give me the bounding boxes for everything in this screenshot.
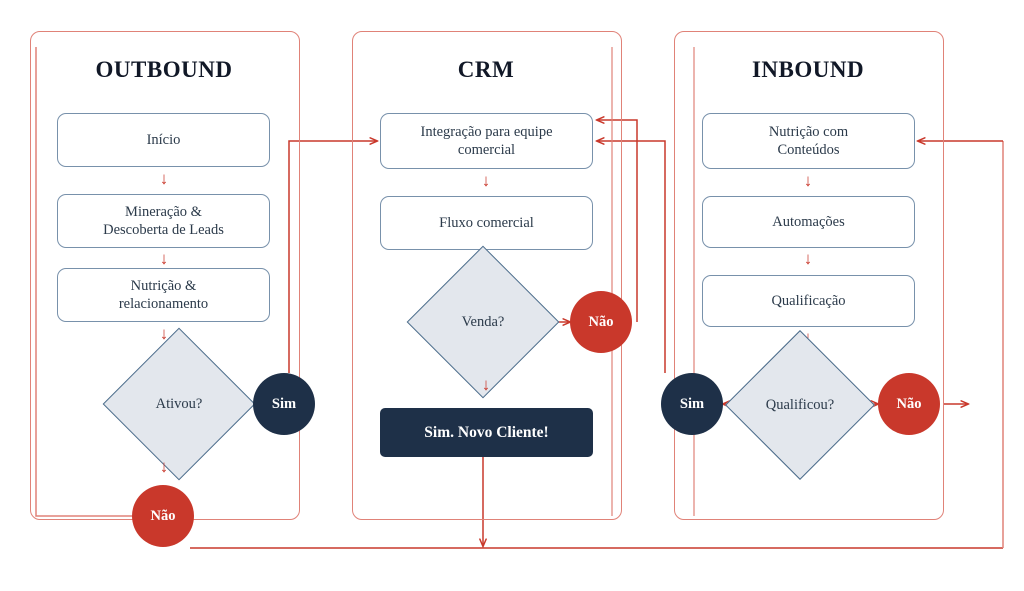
panel-inbound xyxy=(674,31,944,520)
node-mineracao[interactable]: Mineração & Descoberta de Leads xyxy=(57,194,270,248)
node-qualificacao[interactable]: Qualificação xyxy=(702,275,915,327)
terminator-crm-nao[interactable]: Não xyxy=(570,291,632,353)
decision-qualificou[interactable]: Qualificou? xyxy=(725,330,875,480)
arrow-down-inicio: ↓ xyxy=(159,169,169,188)
arrow-down-mineracao: ↓ xyxy=(159,249,169,268)
arrow-down-ativou: ↓ xyxy=(159,457,169,476)
node-inicio[interactable]: Início xyxy=(57,113,270,167)
title-crm: CRM xyxy=(457,57,515,82)
arrow-down-automacoes: ↓ xyxy=(803,249,813,268)
decision-ativou[interactable]: Ativou? xyxy=(102,327,256,481)
decision-ativou-label: Ativou? xyxy=(155,395,203,412)
arrow-down-conteudos: ↓ xyxy=(803,171,813,190)
decision-venda[interactable]: Venda? xyxy=(406,245,560,399)
edge-inbound-sim-to-crm xyxy=(597,141,666,373)
arrow-down-integracao: ↓ xyxy=(481,171,491,190)
terminator-outbound-sim[interactable]: Sim xyxy=(253,373,315,435)
decision-qualificou-label: Qualificou? xyxy=(765,396,835,413)
title-inbound: INBOUND xyxy=(751,57,865,82)
node-fluxo-comercial[interactable]: Fluxo comercial xyxy=(380,196,593,250)
terminator-inbound-nao[interactable]: Não xyxy=(878,373,940,435)
decision-venda-label: Venda? xyxy=(461,313,505,330)
node-automacoes[interactable]: Automações xyxy=(702,196,915,248)
edge-crm-nao-loop xyxy=(597,120,638,322)
node-nutricao-relacionamento[interactable]: Nutrição & relacionamento xyxy=(57,268,270,322)
terminator-outbound-nao[interactable]: Não xyxy=(132,485,194,547)
node-nutricao-conteudos[interactable]: Nutrição com Conteúdos xyxy=(702,113,915,169)
node-integracao[interactable]: Integração para equipe comercial xyxy=(380,113,593,169)
panel-crm xyxy=(352,31,622,520)
arrow-down-venda: ↓ xyxy=(481,375,491,394)
edge-sim-to-crm xyxy=(288,141,377,373)
node-novo-cliente[interactable]: Sim. Novo Cliente! xyxy=(380,408,593,457)
title-outbound: OUTBOUND xyxy=(95,57,233,82)
arrow-down-nutricao: ↓ xyxy=(159,324,169,343)
terminator-inbound-sim[interactable]: Sim xyxy=(661,373,723,435)
